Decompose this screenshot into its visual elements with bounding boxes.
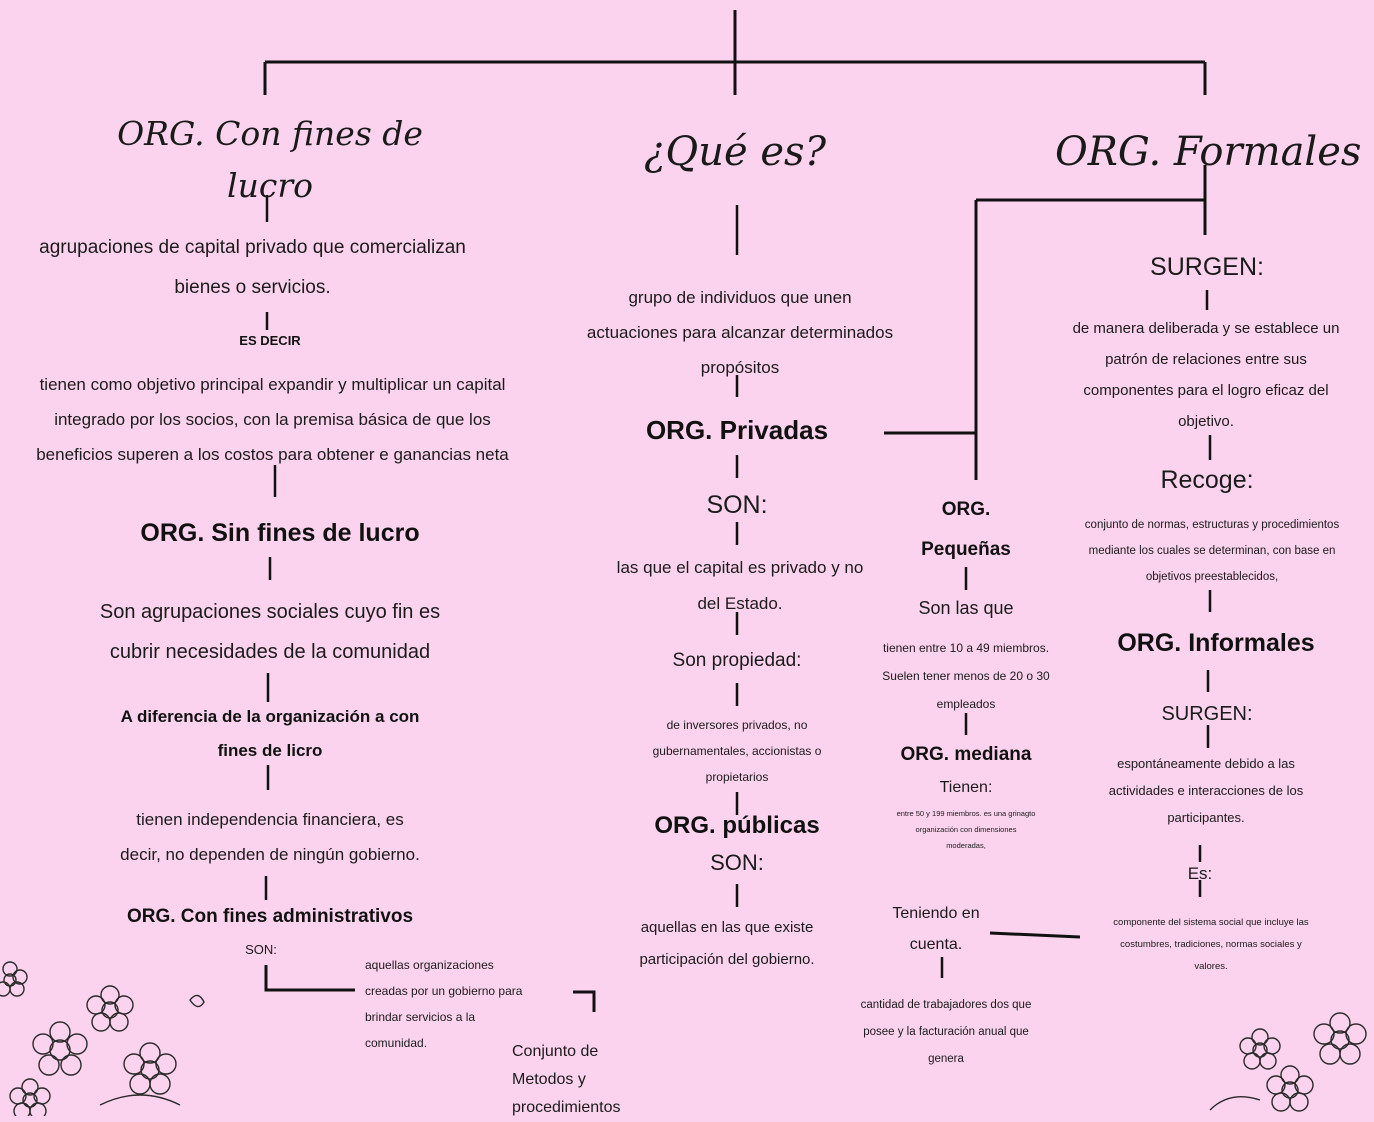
administrativos-desc-line: comunidad. xyxy=(365,1036,428,1050)
administrativos-desc-line: creadas por un gobierno para xyxy=(365,984,523,998)
pequenas-title: ORG. Pequeñas xyxy=(896,490,1036,570)
recoge-desc: conjunto de normas, estructuras y proced… xyxy=(1052,512,1372,590)
privadas-propiedad-desc: de inversores privados, no gubernamental… xyxy=(610,712,864,790)
center-definition-line: actuaciones para alcanzar determinados xyxy=(586,323,894,342)
informales-es-label: Es: xyxy=(1187,864,1213,883)
lucro-title-line: ORG. Con fines de xyxy=(117,114,423,153)
mediana-tienen-label: Tienen: xyxy=(939,779,993,796)
pequenas-desc-line: empleados xyxy=(936,697,996,711)
teniendo-desc-line: posee y la facturación anual que xyxy=(863,1026,1029,1038)
teniendo-desc-line: cantidad de trabajadores dos que xyxy=(860,999,1032,1011)
conjunto-line: Metodos y xyxy=(512,1071,586,1088)
formales-title: ORG. Formales xyxy=(1055,129,1362,175)
publicas-desc: aquellas en las que existe participación… xyxy=(600,912,854,976)
pequenas-title-line: Pequeñas xyxy=(921,539,1011,560)
diferencia-line: fines de licro xyxy=(217,741,323,760)
mediana-desc-line: organización con dimensiones xyxy=(915,825,1017,834)
conjunto-text: Conjunto de Metodos y procedimientos xyxy=(512,1038,621,1122)
conjunto-line: procedimientos xyxy=(512,1099,621,1116)
informales-es-desc-line: costumbres, tradiciones, normas sociales… xyxy=(1120,939,1302,950)
sin-fines-desc: Son agrupaciones sociales cuyo fin es cu… xyxy=(60,592,480,672)
lucro-desc: agrupaciones de capital privado que come… xyxy=(0,228,505,308)
informales-title: ORG. Informales xyxy=(1117,629,1315,657)
flower-decoration-left xyxy=(0,961,205,1116)
diferencia-line: A diferencia de la organización a con xyxy=(120,707,420,726)
formales-surgen-desc-line: componentes para el logro eficaz del xyxy=(1083,382,1329,399)
pequenas-desc-line: tienen entre 10 a 49 miembros. xyxy=(882,641,1050,655)
center-definition-line: propósitos xyxy=(700,358,780,377)
mediana-desc: entre 50 y 199 miembros. es una grinagto… xyxy=(856,806,1076,854)
informales-es-desc-line: valores. xyxy=(1194,961,1228,972)
administrativos-desc-line: aquellas organizaciones xyxy=(365,958,494,972)
mediana-desc-line: entre 50 y 199 miembros. es una grinagto xyxy=(896,809,1036,818)
informales-es-desc: componente del sistema social que incluy… xyxy=(1074,912,1348,978)
conjunto-line: Conjunto de xyxy=(512,1043,599,1060)
lucro-explain-line: beneficios superen a los costos para obt… xyxy=(36,445,509,464)
teniendo-desc: cantidad de trabajadores dos que posee y… xyxy=(836,992,1056,1073)
formales-surgen-desc-line: de manera deliberada y se establece un xyxy=(1072,320,1340,337)
informales-surgen-label: SURGEN: xyxy=(1161,703,1253,725)
es-decir-label: ES DECIR xyxy=(239,333,301,348)
pequenas-desc: tienen entre 10 a 49 miembros. Suelen te… xyxy=(856,634,1076,718)
informales-es-desc-line: componente del sistema social que incluy… xyxy=(1113,917,1309,928)
privadas-propiedad-label: Son propiedad: xyxy=(672,650,802,671)
administrativos-desc: aquellas organizaciones creadas por un g… xyxy=(365,952,522,1056)
propiedad-desc-line: de inversores privados, no xyxy=(666,718,808,732)
administrativos-desc-line: brindar servicios a la xyxy=(365,1010,476,1024)
formales-surgen-desc-line: objetivo. xyxy=(1178,413,1234,430)
lucro-title: ORG. Con fines de lucro xyxy=(110,108,430,212)
propiedad-desc-line: propietarios xyxy=(705,770,769,784)
recoge-desc-line: mediante los cuales se determinan, con b… xyxy=(1088,545,1336,557)
informales-surgen-desc: espontáneamente debido a las actividades… xyxy=(1066,750,1346,831)
pequenas-son-label: Son las que xyxy=(918,598,1014,618)
recoge-label: Recoge: xyxy=(1160,466,1254,494)
sin-fines-desc-line: Son agrupaciones sociales cuyo fin es xyxy=(99,601,441,623)
publicas-title: ORG. públicas xyxy=(654,812,820,839)
lucro-desc-line: agrupaciones de capital privado que come… xyxy=(39,237,466,258)
sin-fines-desc-line: cubrir necesidades de la comunidad xyxy=(109,641,431,663)
privadas-desc-line: del Estado. xyxy=(697,594,783,613)
pequenas-title-line: ORG. xyxy=(941,499,991,520)
recoge-desc-line: objetivos preestablecidos, xyxy=(1145,571,1279,583)
administrativos-title: ORG. Con fines administrativos xyxy=(126,906,414,927)
pequenas-desc-line: Suelen tener menos de 20 o 30 xyxy=(882,669,1050,683)
privadas-desc-line: las que el capital es privado y no xyxy=(616,558,864,577)
teniendo-line: cuenta. xyxy=(909,936,963,953)
lucro-explain-line: integrado por los socios, con la premisa… xyxy=(54,410,491,429)
center-definition: grupo de individuos que unen actuaciones… xyxy=(560,280,920,385)
propiedad-desc-line: gubernamentales, accionistas o xyxy=(652,744,822,758)
publicas-son-label: SON: xyxy=(710,850,764,875)
lucro-desc-line: bienes o servicios. xyxy=(174,277,331,298)
informales-surgen-desc-line: actividades e interacciones de los xyxy=(1108,783,1304,798)
center-title: ¿Qué es? xyxy=(643,129,827,175)
independencia-text: tienen independencia financiera, es deci… xyxy=(90,802,450,872)
formales-surgen-desc-line: patrón de relaciones entre sus xyxy=(1105,351,1307,368)
mediana-title: ORG. mediana xyxy=(900,744,1032,765)
center-definition-line: grupo de individuos que unen xyxy=(628,288,852,307)
mediana-desc-line: moderadas, xyxy=(946,841,986,850)
diferencia-text: A diferencia de la organización a con fi… xyxy=(90,700,450,768)
recoge-desc-line: conjunto de normas, estructuras y proced… xyxy=(1084,519,1340,531)
privadas-desc: las que el capital es privado y no del E… xyxy=(590,550,890,622)
formales-surgen-desc: de manera deliberada y se establece un p… xyxy=(1046,313,1366,437)
independencia-line: decir, no dependen de ningún gobierno. xyxy=(120,845,420,864)
flower-decoration-right xyxy=(1209,1012,1367,1112)
informales-surgen-desc-line: espontáneamente debido a las xyxy=(1117,756,1295,771)
privadas-son-label: SON: xyxy=(706,491,768,519)
lucro-explain-line: tienen como objetivo principal expandir … xyxy=(39,375,506,394)
privadas-title: ORG. Privadas xyxy=(645,415,829,445)
publicas-desc-line: participación del gobierno. xyxy=(639,951,815,968)
administrativos-son-label: SON: xyxy=(245,942,277,957)
teniendo-line: Teniendo en xyxy=(892,905,980,922)
sin-fines-title: ORG. Sin fines de lucro xyxy=(140,519,420,547)
lucro-title-line: lucro xyxy=(227,166,313,205)
formales-surgen-label: SURGEN: xyxy=(1150,253,1264,281)
teniendo-label: Teniendo en cuenta. xyxy=(866,898,1006,960)
lucro-explain: tienen como objetivo principal expandir … xyxy=(0,367,545,472)
publicas-desc-line: aquellas en las que existe xyxy=(640,919,814,936)
teniendo-desc-line: genera xyxy=(928,1053,964,1065)
informales-surgen-desc-line: participantes. xyxy=(1167,810,1245,825)
independencia-line: tienen independencia financiera, es xyxy=(136,810,404,829)
